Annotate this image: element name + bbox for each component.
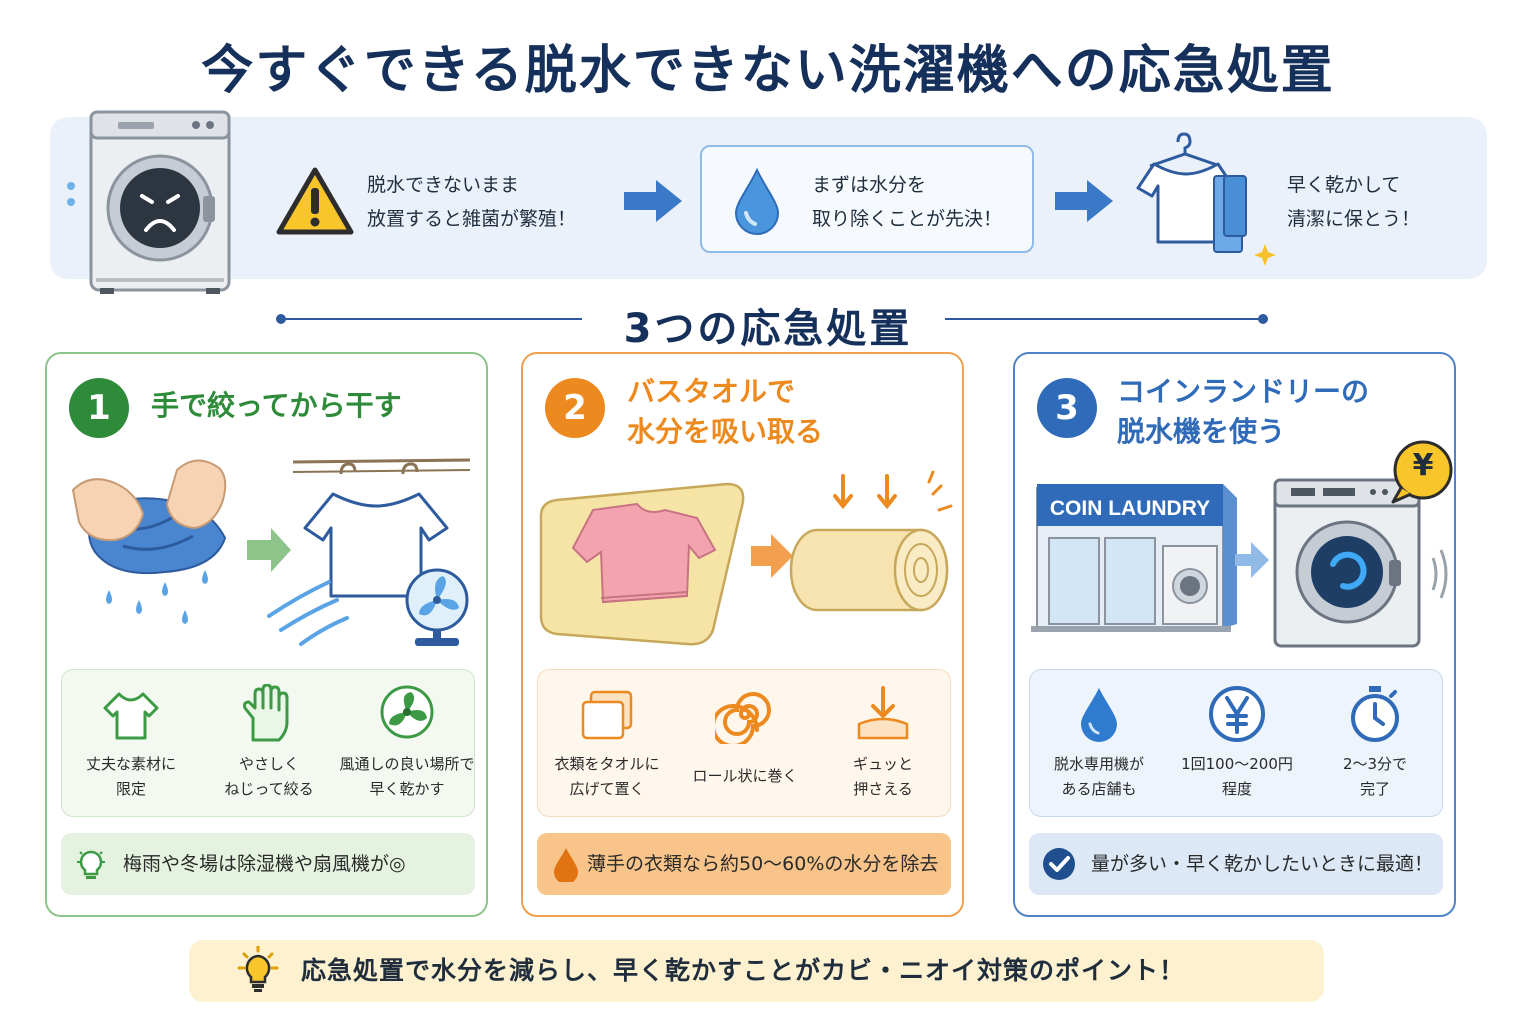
tip-item: 1回100〜200円程度 <box>1168 670 1306 818</box>
tips-panel: 脱水専用機がある店舗も 1回100〜200円程度 2〜3分で完了 <box>1029 669 1443 817</box>
footer-text: 応急処置で水分を減らし、早く乾かすことがカビ・ニオイ対策のポイント！ <box>301 956 1186 985</box>
step-number-badge: 3 <box>1037 378 1097 438</box>
banner-step1-line1: 脱水できないまま <box>367 174 520 196</box>
note-text: 量が多い・早く乾かしたいときに最適！ <box>1091 853 1434 875</box>
footer-tip: 応急処置で水分を減らし、早く乾かすことがカビ・ニオイ対策のポイント！ <box>189 940 1324 1002</box>
press-down-icon <box>857 686 909 740</box>
tips-panel: 衣類をタオルに広げて置く ロール状に巻く ギュッと押さえる <box>537 669 951 817</box>
card-title: 手で絞ってから干す <box>151 386 402 426</box>
water-drop-icon <box>1081 688 1117 742</box>
section-title: 3つの応急処置 <box>623 306 913 352</box>
page-title: 今すぐできる脱水できない洗濯機への応急処置 <box>201 41 1335 101</box>
card-title-line1: 手で絞ってから干す <box>151 389 402 422</box>
tip-text: ロール状に巻く <box>692 767 798 785</box>
tip-item: 風通しの良い場所で早く乾かす <box>338 670 476 818</box>
tip-item: やさしくねじって絞る <box>200 670 338 818</box>
stopwatch-icon <box>1351 686 1399 742</box>
note-text: 薄手の衣類なら約50〜60%の水分を除去 <box>587 853 939 875</box>
banner-step1-text: 脱水できないまま 放置すると雑菌が繁殖！ <box>367 168 576 236</box>
price-bubble-text: ¥ <box>1412 448 1434 483</box>
banner-step2-line1: まずは水分を <box>812 174 927 196</box>
tip-text: 2〜3分で完了 <box>1342 755 1408 798</box>
tshirt-icon <box>103 692 159 740</box>
section-divider-dot <box>1258 314 1268 324</box>
arrow-right-icon <box>624 180 682 222</box>
banner-step2-box: まずは水分を 取り除くことが先決！ <box>700 145 1034 253</box>
method-card-1: 1 手で絞ってから干す 丈夫な素材に限定 やさしくねじっ <box>45 352 488 917</box>
store-sign: COIN LAUNDRY <box>1049 497 1211 520</box>
glove-icon <box>243 684 289 742</box>
tip-item: ロール状に巻く <box>676 670 814 818</box>
step-number-badge: 1 <box>69 378 129 438</box>
sweat-drop-icon <box>67 182 75 206</box>
tip-item: 2〜3分で完了 <box>1306 670 1444 818</box>
card-title-line2: 脱水機を使う <box>1117 415 1286 448</box>
price-bubble-icon <box>1391 440 1453 504</box>
tip-text: 風通しの良い場所で早く乾かす <box>339 755 475 798</box>
section-divider-left <box>282 318 582 320</box>
card-title: コインランドリーの 脱水機を使う <box>1117 372 1369 452</box>
lightbulb-icon <box>77 850 105 879</box>
fan-icon <box>380 685 434 739</box>
card-title: バスタオルで 水分を吸い取る <box>627 372 823 452</box>
arrow-right-icon <box>1055 180 1113 222</box>
folded-towel-icon <box>581 690 633 740</box>
checkmark-circle-icon <box>1043 848 1075 880</box>
banner-step1-line2: 放置すると雑菌が繁殖！ <box>367 208 577 230</box>
tip-item: 衣類をタオルに広げて置く <box>538 670 676 818</box>
towel-roll-illustration <box>539 470 953 646</box>
tip-item: 丈夫な素材に限定 <box>62 670 200 818</box>
sad-washing-machine-icon <box>89 110 231 294</box>
tips-panel: 丈夫な素材に限定 やさしくねじって絞る 風通しの良い場所で早く乾かす <box>61 669 475 817</box>
tip-text: ギュッと押さえる <box>852 755 913 798</box>
tip-text: やさしくねじって絞る <box>224 755 314 798</box>
water-drop-icon <box>734 167 780 235</box>
banner-step3-line2: 清潔に保とう！ <box>1287 208 1421 230</box>
card-note: 梅雨や冬場は除湿機や扇風機が◎ <box>61 833 475 895</box>
warning-icon <box>276 167 354 235</box>
card-note: 薄手の衣類なら約50〜60%の水分を除去 <box>537 833 951 895</box>
card-title-line1: バスタオルで <box>627 375 796 408</box>
yen-icon <box>1209 686 1265 742</box>
card-title-line2: 水分を吸い取る <box>627 415 824 448</box>
section-divider-dot <box>276 314 286 324</box>
tip-text: 脱水専用機がある店舗も <box>1053 755 1144 798</box>
note-text: 梅雨や冬場は除湿機や扇風機が◎ <box>123 853 406 875</box>
card-note: 量が多い・早く乾かしたいときに最適！ <box>1029 833 1443 895</box>
tip-text: 1回100〜200円程度 <box>1181 755 1293 798</box>
coin-laundry-illustration <box>1031 478 1448 648</box>
tip-item: ギュッと押さえる <box>814 670 952 818</box>
method-card-2: 2 バスタオルで 水分を吸い取る 衣類をタオルに広げて置く ロール状に巻く <box>521 352 964 917</box>
wring-and-hang-illustration <box>71 458 471 646</box>
section-divider-right <box>945 318 1263 320</box>
tip-item: 脱水専用機がある店舗も <box>1030 670 1168 818</box>
water-drop-icon <box>554 848 578 882</box>
step-number-badge: 2 <box>545 378 605 438</box>
banner-step3-line1: 早く乾かして <box>1287 174 1401 196</box>
method-card-3: 3 コインランドリーの 脱水機を使う COIN LAUNDRY ¥ <box>1013 352 1456 917</box>
banner-step2-line2: 取り除くことが先決！ <box>812 208 1003 230</box>
banner-step3-text: 早く乾かして 清潔に保とう！ <box>1287 168 1420 236</box>
hanging-shirt-icon <box>1136 132 1276 266</box>
spiral-icon <box>715 692 771 744</box>
tip-text: 衣類をタオルに広げて置く <box>554 755 660 798</box>
card-title-line1: コインランドリーの <box>1117 375 1370 408</box>
banner-step2-text: まずは水分を 取り除くことが先決！ <box>812 168 1002 236</box>
lightbulb-icon <box>237 946 279 992</box>
tip-text: 丈夫な素材に限定 <box>85 755 176 798</box>
